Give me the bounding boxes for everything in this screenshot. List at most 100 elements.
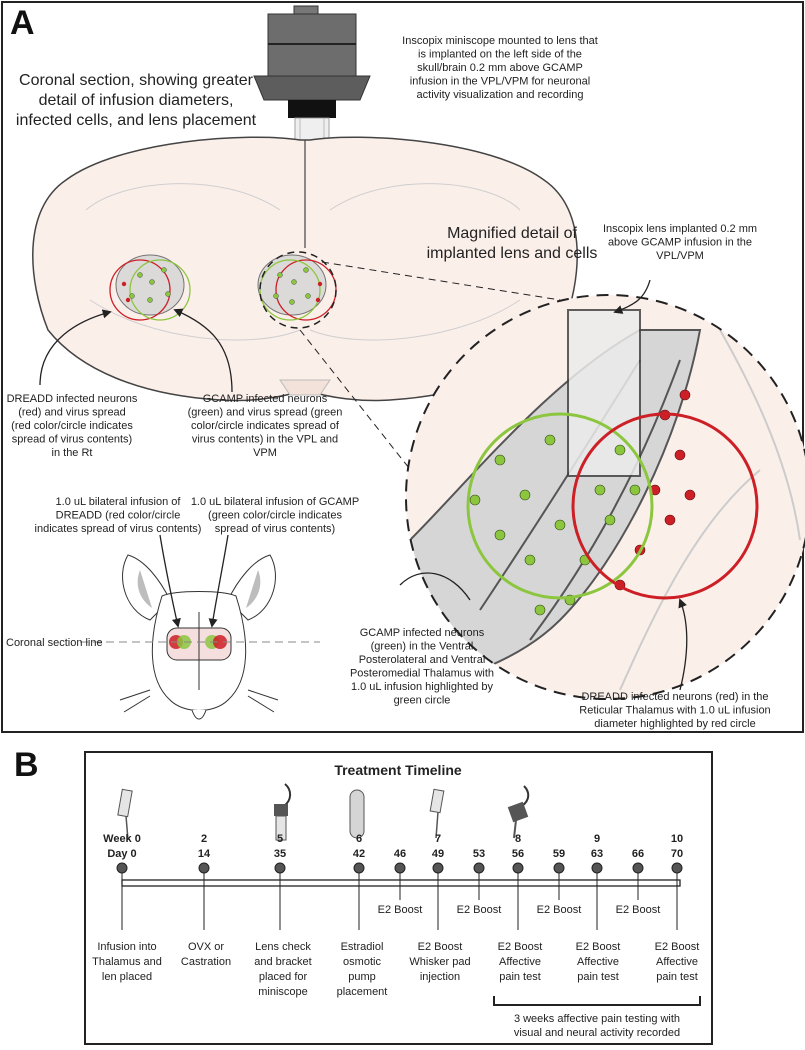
tp-boost: E2 Boost	[537, 904, 582, 916]
tp-day: 49	[432, 848, 444, 860]
caption-line: Posteromedial Thalamus with	[350, 668, 494, 680]
timepoint: Week 0 Day 0	[103, 833, 141, 930]
coronal-brain-section	[32, 136, 578, 402]
timepoint: 5 35	[274, 833, 286, 930]
caption-line: 3 weeks affective pain testing with	[514, 1013, 680, 1025]
caption-line: skull/brain 0.2 mm above GCAMP	[417, 62, 583, 74]
timepoint: 66 E2 Boost	[616, 848, 661, 916]
syringe-icon	[429, 788, 445, 839]
caption-line: pain test	[656, 971, 698, 983]
caption-line: VPM	[253, 447, 277, 459]
caption-line: placed for	[259, 971, 308, 983]
caption-line: is implanted on the left side of the	[418, 49, 582, 61]
caption-line: injection	[420, 971, 460, 983]
caption-line: osmotic	[343, 956, 381, 968]
panel-a-letter: A	[10, 4, 35, 42]
caption-line: activity visualization and recording	[417, 89, 584, 101]
caption-line: virus contents) in the VPL and	[192, 434, 338, 446]
magnify-connector-bottom	[299, 329, 451, 521]
caption-line: implanted lens and cells	[427, 245, 598, 262]
caption-line: (red color/circle indicates	[11, 420, 133, 432]
caption-line: and bracket	[254, 956, 311, 968]
caption-line: len placed	[102, 971, 152, 983]
caption-line: Affective	[656, 956, 698, 968]
tp-day: 63	[591, 848, 603, 860]
tp-day: 42	[353, 848, 365, 860]
tp-week: 6	[356, 833, 362, 845]
infusion-needle-icon	[117, 788, 133, 841]
caption-line: (green) in the Ventral	[371, 641, 474, 653]
panel-b-frame	[84, 751, 713, 1045]
caption-line: Affective	[499, 956, 541, 968]
magnified-caption: Magnified detail of implanted lens and ce…	[427, 225, 598, 262]
tp-week: Week 0	[103, 833, 141, 845]
timepoint: 10 70	[671, 833, 683, 930]
caption-line: E2 Boost	[655, 941, 700, 953]
tp-week: 5	[277, 833, 283, 845]
caption-line: Reticular Thalamus with 1.0 uL infusion	[579, 705, 770, 717]
caption-line: spread of virus contents)	[12, 434, 132, 446]
osmotic-pump-icon	[349, 789, 365, 839]
tp-week: 2	[201, 833, 207, 845]
tp-day: 14	[198, 848, 211, 860]
caption-line: DREADD infected neurons (red) in the	[581, 691, 768, 703]
timepoint: 59 E2 Boost	[537, 848, 582, 916]
caption-line: green circle	[394, 695, 451, 707]
caption-line: in the Rt	[52, 447, 93, 459]
caption-line: 1.0 uL bilateral infusion of	[56, 496, 182, 508]
panel-a-arrows	[39, 279, 688, 691]
timepoint: 2 14	[198, 833, 211, 930]
tp-boost: E2 Boost	[378, 904, 423, 916]
caption-line: VPL/VPM	[656, 250, 704, 262]
magnified-detail	[405, 294, 805, 700]
timeline-axis	[121, 879, 681, 887]
caption-line: Magnified detail of	[447, 225, 577, 242]
caption-line: Posterolateral and Ventral	[359, 654, 486, 666]
caption-line: GCAMP infected neurons	[203, 393, 328, 405]
timepoint: 8 56	[512, 833, 524, 930]
caption-line: visual and neural activity recorded	[514, 1027, 680, 1039]
tp-day: 56	[512, 848, 524, 860]
tp-day: 66	[632, 848, 644, 860]
caption-line: Castration	[181, 956, 231, 968]
caption-line: pain test	[577, 971, 619, 983]
caption-line: Coronal section, showing greater	[19, 72, 254, 89]
infusion-gcamp-caption: 1.0 uL bilateral infusion of GCAMP(green…	[191, 496, 359, 535]
caption-line: OVX or	[188, 941, 224, 953]
caption-line: indicates spread of virus contents)	[35, 523, 202, 535]
timepoint: 9 63	[591, 833, 603, 930]
panel-a-frame	[1, 1, 804, 733]
caption-line: DREADD infected neurons	[7, 393, 138, 405]
caption-line: infected cells, and lens placement	[16, 112, 257, 129]
caption-line: above GCAMP infusion in the	[608, 237, 752, 249]
caption-line: GCAMP infected neurons	[360, 627, 485, 639]
caption-line: spread of virus contents)	[215, 523, 335, 535]
caption-line: detail of infusion diameters,	[39, 92, 234, 109]
caption-line: (red) and virus spread	[18, 407, 126, 419]
tp-week: 10	[671, 833, 683, 845]
lens-bracket-icon	[274, 783, 292, 841]
caption-line: E2 Boost	[418, 941, 463, 953]
caption-line: 1.0 uL bilateral infusion of GCAMP	[191, 496, 359, 508]
caption-line: E2 Boost	[498, 941, 543, 953]
timepoint: 46 E2 Boost	[378, 848, 423, 916]
caption-line: Inscopix lens implanted 0.2 mm	[603, 223, 757, 235]
dreadd-caption: DREADD infected neurons (red) and virus s…	[7, 393, 138, 459]
panel-b-letter: B	[14, 746, 39, 784]
magnify-connector-top	[321, 261, 561, 301]
caption-line: pump	[348, 971, 376, 983]
coronal-caption: Coronal section, showing greater detail o…	[16, 72, 257, 129]
bracket-caption: 3 weeks affective pain testing with visua…	[514, 1013, 680, 1039]
caption-line: Estradiol	[341, 941, 384, 953]
caption-line: (green) and virus spread (green	[188, 407, 343, 419]
tp-week: 8	[515, 833, 521, 845]
